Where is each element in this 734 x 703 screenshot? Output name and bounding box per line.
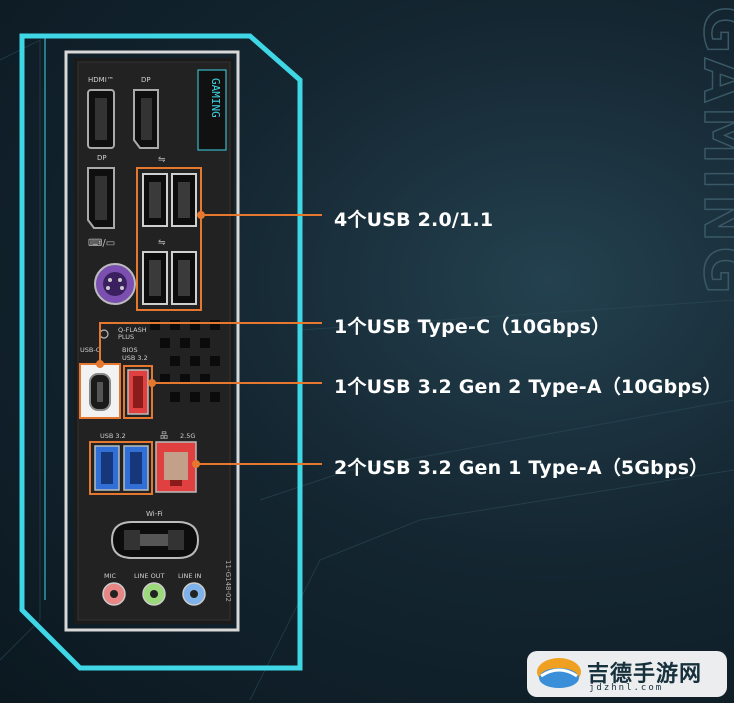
hdmi-label: HDMI™ xyxy=(88,76,114,84)
usb2-highlight-box xyxy=(136,167,202,311)
usb32g1-highlight-box xyxy=(89,441,153,495)
white-frame xyxy=(64,50,240,632)
leader-line-usbc xyxy=(99,322,322,364)
bios-label: BIOS xyxy=(122,346,138,354)
watermark-url: jdzhnl.com xyxy=(589,683,664,693)
ps2-port xyxy=(94,263,136,305)
line-in-jack xyxy=(182,582,206,606)
watermark-badge: 吉德手游网 jdzhnl.com xyxy=(527,651,727,697)
mic-jack xyxy=(102,582,126,606)
watermark-name: 吉德手游网 xyxy=(587,662,703,687)
mic-label: MIC xyxy=(104,572,117,580)
network-icon: 品 xyxy=(160,431,168,440)
usbc-label: USB-C xyxy=(80,346,101,354)
line-out-label: LINE OUT xyxy=(134,572,164,580)
lan-label: 2.5G xyxy=(180,432,195,440)
leader-lines xyxy=(96,211,322,468)
model-number: 11-G148-02 xyxy=(224,560,232,602)
callout-usb32-gen2: 1个USB 3.2 Gen 2 Type-A（10Gbps） xyxy=(334,376,722,398)
gaming-badge xyxy=(197,69,227,151)
cyan-frame xyxy=(19,33,303,671)
usb-symbol-icon-2: ⇋ xyxy=(158,238,166,248)
watermark-logo-icon xyxy=(537,658,581,688)
dp-port-top xyxy=(133,89,159,149)
line-out-jack xyxy=(142,582,166,606)
wifi-antenna-connector xyxy=(110,521,200,559)
dp-port-bottom xyxy=(87,167,115,229)
gaming-badge-text: GAMING xyxy=(209,78,222,118)
wifi-label: Wi-Fi xyxy=(146,510,163,518)
usb-symbol-icon: ⇋ xyxy=(158,155,166,165)
callout-usb32-gen1: 2个USB 3.2 Gen 1 Type-A（5Gbps） xyxy=(334,457,709,479)
hdmi-port xyxy=(87,89,115,149)
dp-top-label: DP xyxy=(141,76,151,84)
callout-usb-typec: 1个USB Type-C（10Gbps） xyxy=(334,316,611,338)
usb32g2-highlight-box xyxy=(123,365,153,419)
vent-holes xyxy=(150,320,220,402)
dp-bottom-label: DP xyxy=(97,154,107,162)
background-gaming-text: GAMING xyxy=(691,6,734,298)
usb32-top-label: USB 3.2 xyxy=(122,354,148,362)
line-in-label: LINE IN xyxy=(178,572,201,580)
keyboard-mouse-icon: ⌨/▭ xyxy=(88,238,115,249)
callout-usb2: 4个USB 2.0/1.1 xyxy=(334,209,494,231)
usb32-left-label: USB 3.2 xyxy=(100,432,126,440)
